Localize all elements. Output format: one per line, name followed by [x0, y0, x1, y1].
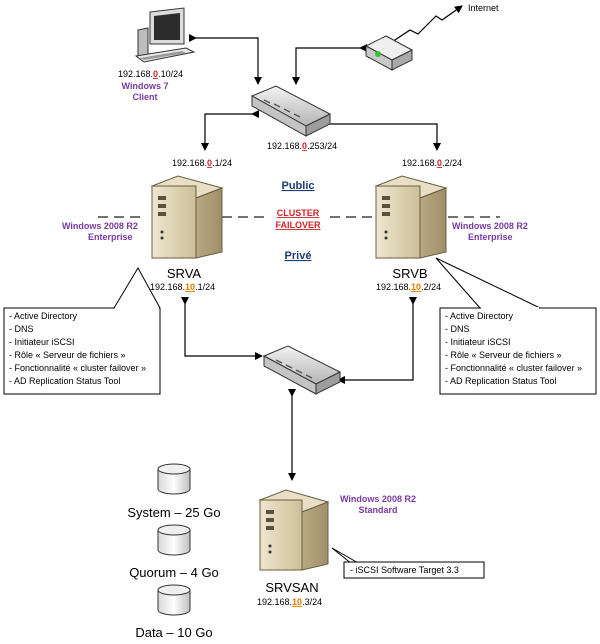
- srvb-role-item: - Fonctionnalité « cluster failover »: [445, 363, 582, 373]
- link-switch-srva: [201, 110, 259, 151]
- srva-role-item: - Initiateur iSCSI: [9, 337, 75, 347]
- srvb-callout-pointer: [435, 257, 541, 309]
- srva-role-item: - Fonctionnalité « cluster failover »: [9, 363, 146, 373]
- srvsan-os-line2: Standard: [358, 505, 397, 515]
- srvsan-server-icon: [258, 489, 330, 571]
- srvb-role-item: - Initiateur iSCSI: [445, 337, 511, 347]
- srva-roles-list: - Active Directory - DNS - Initiateur iS…: [9, 311, 146, 386]
- srvb-public-ip: 192.168.0.2/24: [402, 158, 462, 168]
- cluster-label-line2: FAILOVER: [275, 220, 321, 230]
- srvb-roles-box: [439, 307, 597, 395]
- link-srva-privswitch: [181, 297, 263, 360]
- srvb-role-item: - Rôle « Serveur de fichiers »: [445, 350, 562, 360]
- internet-link-icon: [391, 5, 463, 43]
- zone-public-label: Public: [281, 180, 314, 192]
- srva-public-ip: 192.168.0.1/24: [172, 158, 232, 168]
- srvb-role-item: - Active Directory: [445, 311, 514, 321]
- srvsan-roles-box: [343, 561, 485, 579]
- switch-public-ip: 192.168.0.253/24: [267, 141, 337, 151]
- srva-role-item: - DNS: [9, 324, 34, 334]
- client-workstation-icon: [134, 7, 196, 63]
- srvb-os-line2: Enterprise: [468, 232, 513, 242]
- client-ip: 192.168.0.10/24: [118, 69, 183, 79]
- srva-os-line1: Windows 2008 R2: [62, 221, 138, 231]
- srva-server-icon: [150, 175, 224, 259]
- disk-data-icon: [157, 584, 191, 616]
- router-icon: [364, 35, 414, 71]
- srvsan-os-line1: Windows 2008 R2: [340, 494, 416, 504]
- srvb-os-line1: Windows 2008 R2: [452, 221, 528, 231]
- disk-system-label: System – 25 Go: [127, 505, 220, 520]
- link-switch-srvb: [321, 120, 441, 151]
- private-switch-icon: [262, 345, 342, 395]
- link-router-switch: [292, 44, 367, 85]
- srva-private-ip: 192.168.10.1/24: [150, 282, 215, 292]
- cluster-label-line1: CLUSTER: [277, 208, 320, 218]
- disk-system-icon: [157, 463, 191, 495]
- srvb-roles-list: - Active Directory - DNS - Initiateur iS…: [445, 311, 582, 386]
- srvb-server-icon: [374, 175, 448, 259]
- srvb-name: SRVB: [392, 266, 427, 281]
- client-os-line1: Windows 7: [122, 81, 169, 91]
- srvsan-name: SRVSAN: [265, 580, 318, 595]
- srva-role-item: - AD Replication Status Tool: [9, 376, 120, 386]
- zone-private-label: Privé: [285, 250, 312, 262]
- srvb-private-ip: 192.168.10.2/24: [376, 282, 441, 292]
- srvsan-role-item: - iSCSI Software Target 3.3: [350, 565, 459, 575]
- disk-quorum-icon: [157, 524, 191, 556]
- client-os-line2: Client: [132, 92, 157, 102]
- srvsan-ip: 192.168.10.3/24: [257, 597, 322, 607]
- srvb-role-item: - DNS: [445, 324, 470, 334]
- srvb-role-item: - AD Replication Status Tool: [445, 376, 556, 386]
- disk-quorum-label: Quorum – 4 Go: [129, 565, 219, 580]
- srva-roles-box: [3, 307, 161, 395]
- srva-role-item: - Rôle « Serveur de fichiers »: [9, 350, 126, 360]
- srva-role-item: - Active Directory: [9, 311, 78, 321]
- connections: [181, 34, 441, 481]
- srva-callout-pointer: [113, 266, 161, 309]
- public-switch-icon: [250, 85, 332, 137]
- link-client-switch: [189, 34, 262, 85]
- internet-label: Internet: [468, 3, 499, 13]
- link-srvb-privswitch: [337, 297, 417, 384]
- srva-name: SRVA: [167, 266, 202, 281]
- srva-os-line2: Enterprise: [88, 232, 133, 242]
- disk-data-label: Data – 10 Go: [135, 625, 212, 640]
